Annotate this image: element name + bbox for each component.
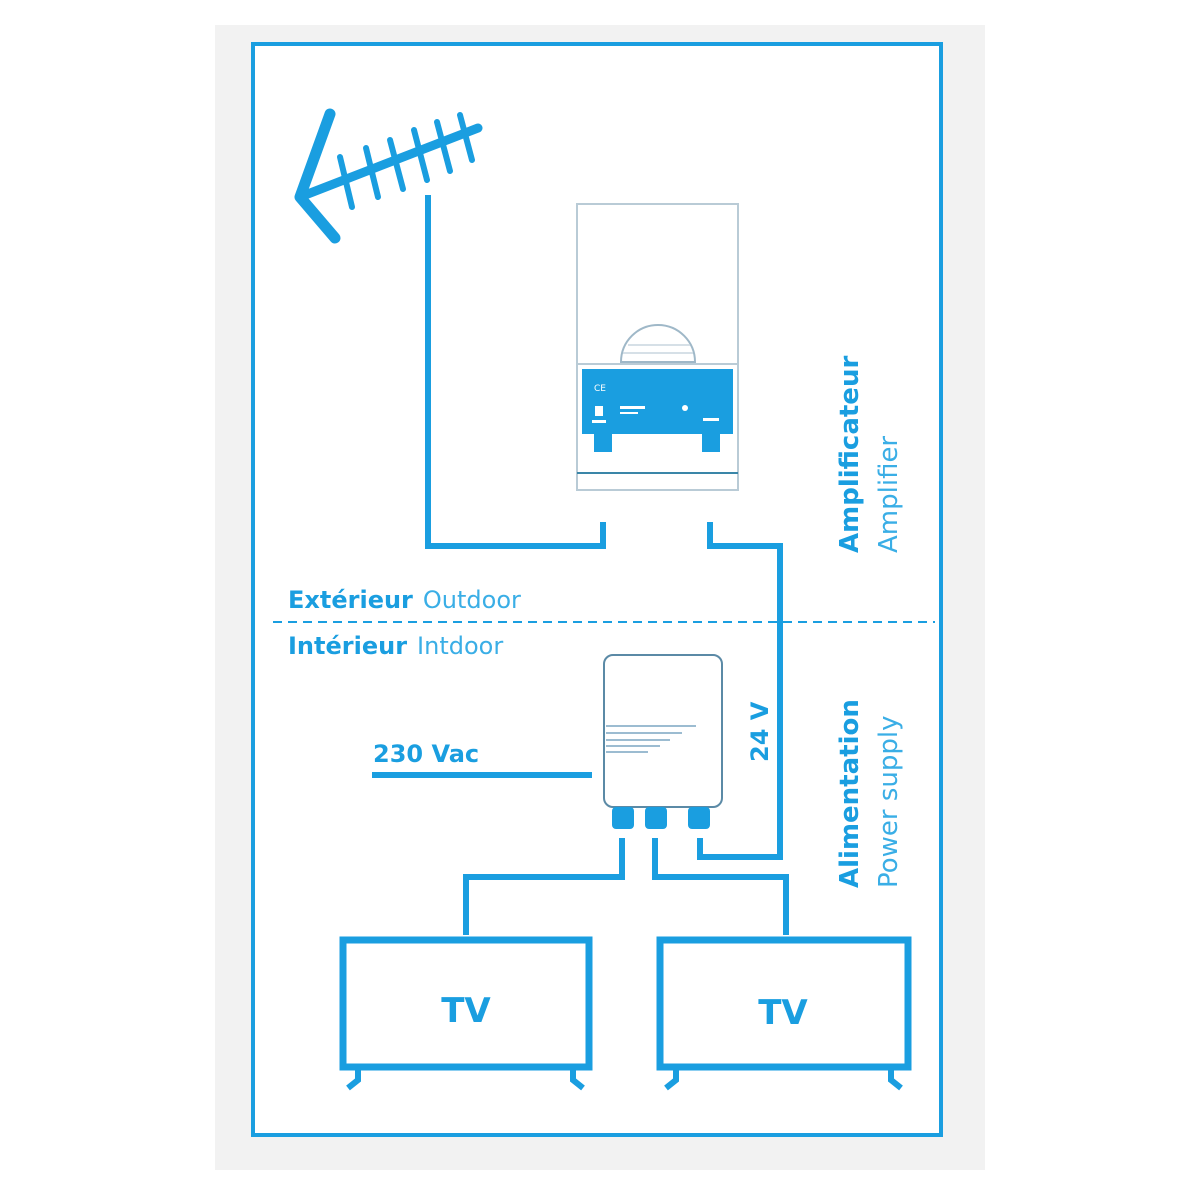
tv-2: TV (656, 936, 912, 1091)
dc-voltage-label: 24 V (746, 701, 774, 762)
svg-text:CE: CE (594, 384, 606, 394)
antenna-icon (294, 108, 483, 244)
mains-label: 230 Vac (373, 740, 479, 768)
amplifier-label-en: Amplifier (874, 436, 904, 553)
power-supply-label-en: Power supply (874, 715, 904, 888)
tv1-cable (463, 838, 625, 935)
antenna-cable (425, 195, 606, 549)
amplifier: CE (576, 203, 739, 491)
tv2-cable (652, 838, 789, 935)
tv1-label: TV (441, 991, 491, 1031)
power-supply-label-fr: Alimentation (835, 699, 865, 888)
cables (372, 195, 789, 935)
tv-1: TV (339, 936, 593, 1091)
dc-cable (697, 522, 783, 860)
amplifier-label-fr: Amplificateur (835, 356, 865, 553)
tv2-label: TV (758, 993, 808, 1033)
power-supply (603, 654, 723, 829)
